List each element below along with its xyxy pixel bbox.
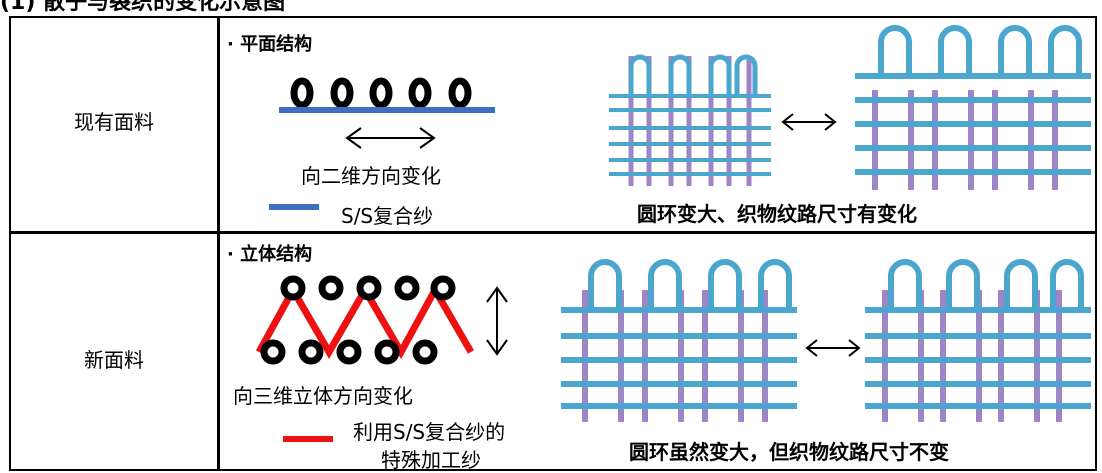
diagram-title: (1) 散子与裂织的变化示意图 xyxy=(0,0,286,15)
knit-fabric-small xyxy=(609,54,771,186)
direction-text-3d: 向三维立体方向变化 xyxy=(233,384,413,408)
swap-arrow-icon-top xyxy=(781,113,837,131)
row-label-existing: 现有面料 xyxy=(74,110,154,134)
legend-swatch-red xyxy=(283,436,333,442)
double-arrow-icon xyxy=(345,127,436,149)
caption-row2: 圆环虽然变大，但织物纹路尺寸不变 xyxy=(629,440,949,464)
legend-text-special-line1: 利用S/S复合纱的 xyxy=(353,420,506,444)
knit-fabric-large xyxy=(855,25,1091,190)
3d-structure-illustration xyxy=(255,275,508,365)
planar-structure-illustration xyxy=(279,77,495,149)
swap-arrow-icon-bottom xyxy=(805,339,861,357)
knit-fabric-3d-right xyxy=(865,259,1091,422)
legend-text-ss-yarn: S/S复合纱 xyxy=(341,204,434,228)
section-title-planar: · 平面结构 xyxy=(227,34,313,55)
comparison-table: 现有面料 新面料 · 平面结构 向二维方向变化 S/S复合纱 xyxy=(9,16,1097,472)
vertical-double-arrow-icon xyxy=(486,286,508,356)
section-title-3d: · 立体结构 xyxy=(227,244,313,265)
column-divider xyxy=(217,18,220,469)
direction-text-2d: 向二维方向变化 xyxy=(301,164,441,188)
legend-swatch-blue xyxy=(269,204,319,210)
legend-text-special-line2: 特殊加工纱 xyxy=(381,448,481,472)
knit-fabric-3d-left xyxy=(561,259,797,422)
caption-row1: 圆环变大、织物纹路尺寸有变化 xyxy=(637,202,917,226)
row-label-new: 新面料 xyxy=(84,348,144,372)
planar-yarn-line xyxy=(279,107,495,113)
row-divider xyxy=(11,231,1095,234)
